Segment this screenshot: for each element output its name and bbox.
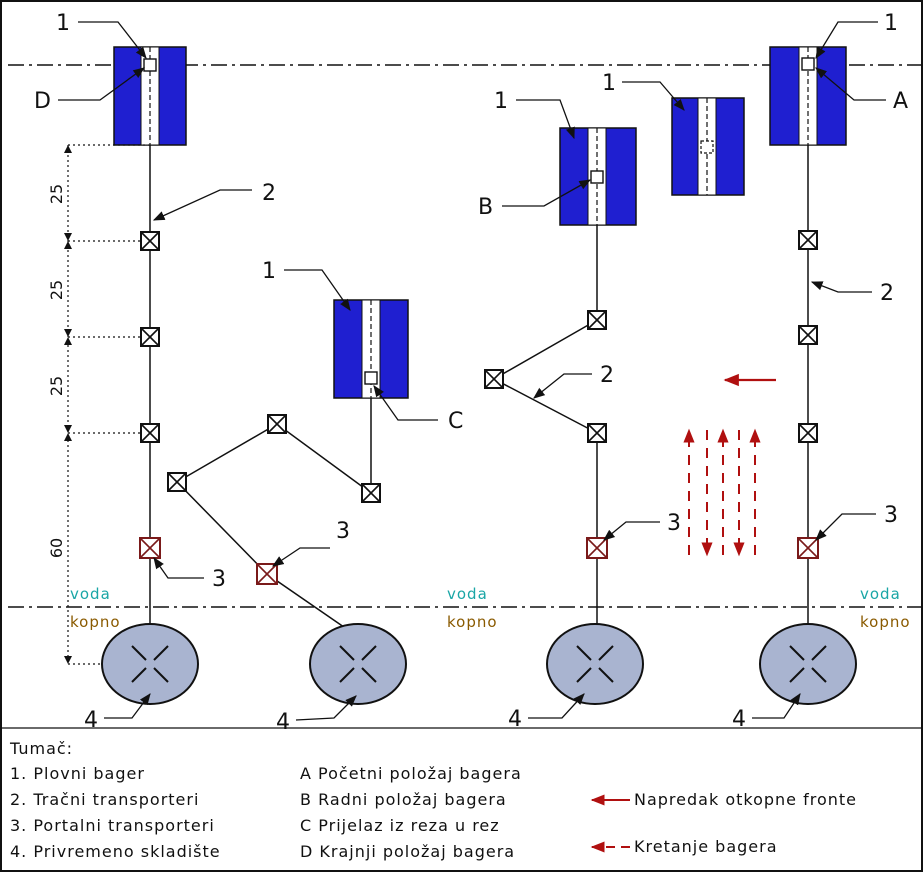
dimension-label: 25 — [47, 280, 66, 300]
label-B: B — [478, 195, 493, 220]
dimension-label: 25 — [47, 376, 66, 396]
label-1: 1 — [602, 71, 616, 96]
label-2: 2 — [600, 363, 614, 388]
label-1: 1 — [494, 89, 508, 114]
belt-conveyor — [484, 369, 504, 389]
dredger-movement-arrows — [683, 428, 761, 557]
dredger-final-position — [113, 46, 187, 146]
zone-land-label: kopno — [860, 613, 911, 631]
dredger-previous-position — [671, 97, 745, 196]
portal-conveyor — [586, 537, 608, 559]
temporary-storage — [101, 623, 199, 705]
label-1: 1 — [262, 259, 276, 284]
temporary-storage — [309, 623, 407, 705]
label-4: 4 — [276, 710, 290, 735]
temporary-storage — [546, 623, 644, 705]
label-2: 2 — [262, 181, 276, 206]
label-3: 3 — [336, 519, 350, 544]
legend-title: Tumač: — [9, 739, 73, 758]
label-4: 4 — [508, 707, 522, 732]
belt-conveyor — [798, 423, 818, 443]
belt-conveyor — [267, 414, 287, 434]
legend-item: D Krajnji položaj bagera — [300, 842, 515, 861]
zone-water-label: voda — [447, 585, 488, 603]
legend-item: 1. Plovni bager — [10, 764, 145, 783]
legend-item: 2. Tračni transporteri — [10, 790, 199, 809]
belt-conveyor — [140, 231, 160, 251]
portal-conveyor — [797, 537, 819, 559]
label-A: A — [893, 89, 908, 114]
belt-conveyor — [587, 423, 607, 443]
belt-conveyor — [140, 423, 160, 443]
dredger-working-position — [559, 127, 637, 226]
belt-conveyor — [361, 483, 381, 503]
zone-land-label: kopno — [70, 613, 121, 631]
label-4: 4 — [732, 707, 746, 732]
belt-conveyor — [798, 325, 818, 345]
legend-item: A Početni položaj bagera — [300, 764, 522, 783]
belt-conveyor — [140, 327, 160, 347]
legend-item: 3. Portalni transporteri — [10, 816, 215, 835]
label-C: C — [448, 409, 463, 434]
label-1: 1 — [56, 11, 70, 36]
belt-conveyor — [798, 230, 818, 250]
portal-conveyor — [256, 563, 278, 585]
zone-water-label: voda — [860, 585, 901, 603]
legend-arrow-label: Napredak otkopne fronte — [634, 790, 857, 809]
label-3: 3 — [884, 503, 898, 528]
dimension-label: 60 — [47, 538, 66, 558]
temporary-storage — [759, 623, 857, 705]
label-3: 3 — [667, 511, 681, 536]
legend-item: 4. Privremeno skladište — [10, 842, 221, 861]
label-3: 3 — [212, 567, 226, 592]
belt-conveyor — [587, 310, 607, 330]
label-1: 1 — [884, 11, 898, 36]
zone-land-label: kopno — [447, 613, 498, 631]
label-D: D — [34, 89, 51, 114]
portal-conveyor — [139, 537, 161, 559]
label-4: 4 — [84, 708, 98, 733]
zone-water-label: voda — [70, 585, 111, 603]
dredger-initial-position — [769, 46, 847, 146]
belt-conveyor — [167, 472, 187, 492]
label-2: 2 — [880, 281, 894, 306]
dimension-label: 25 — [47, 184, 66, 204]
dredger-transition — [333, 299, 409, 399]
legend-item: B Radni položaj bagera — [300, 790, 507, 809]
legend-arrow-label: Kretanje bagera — [634, 837, 778, 856]
legend-item: C Prijelaz iz reza u rez — [300, 816, 500, 835]
